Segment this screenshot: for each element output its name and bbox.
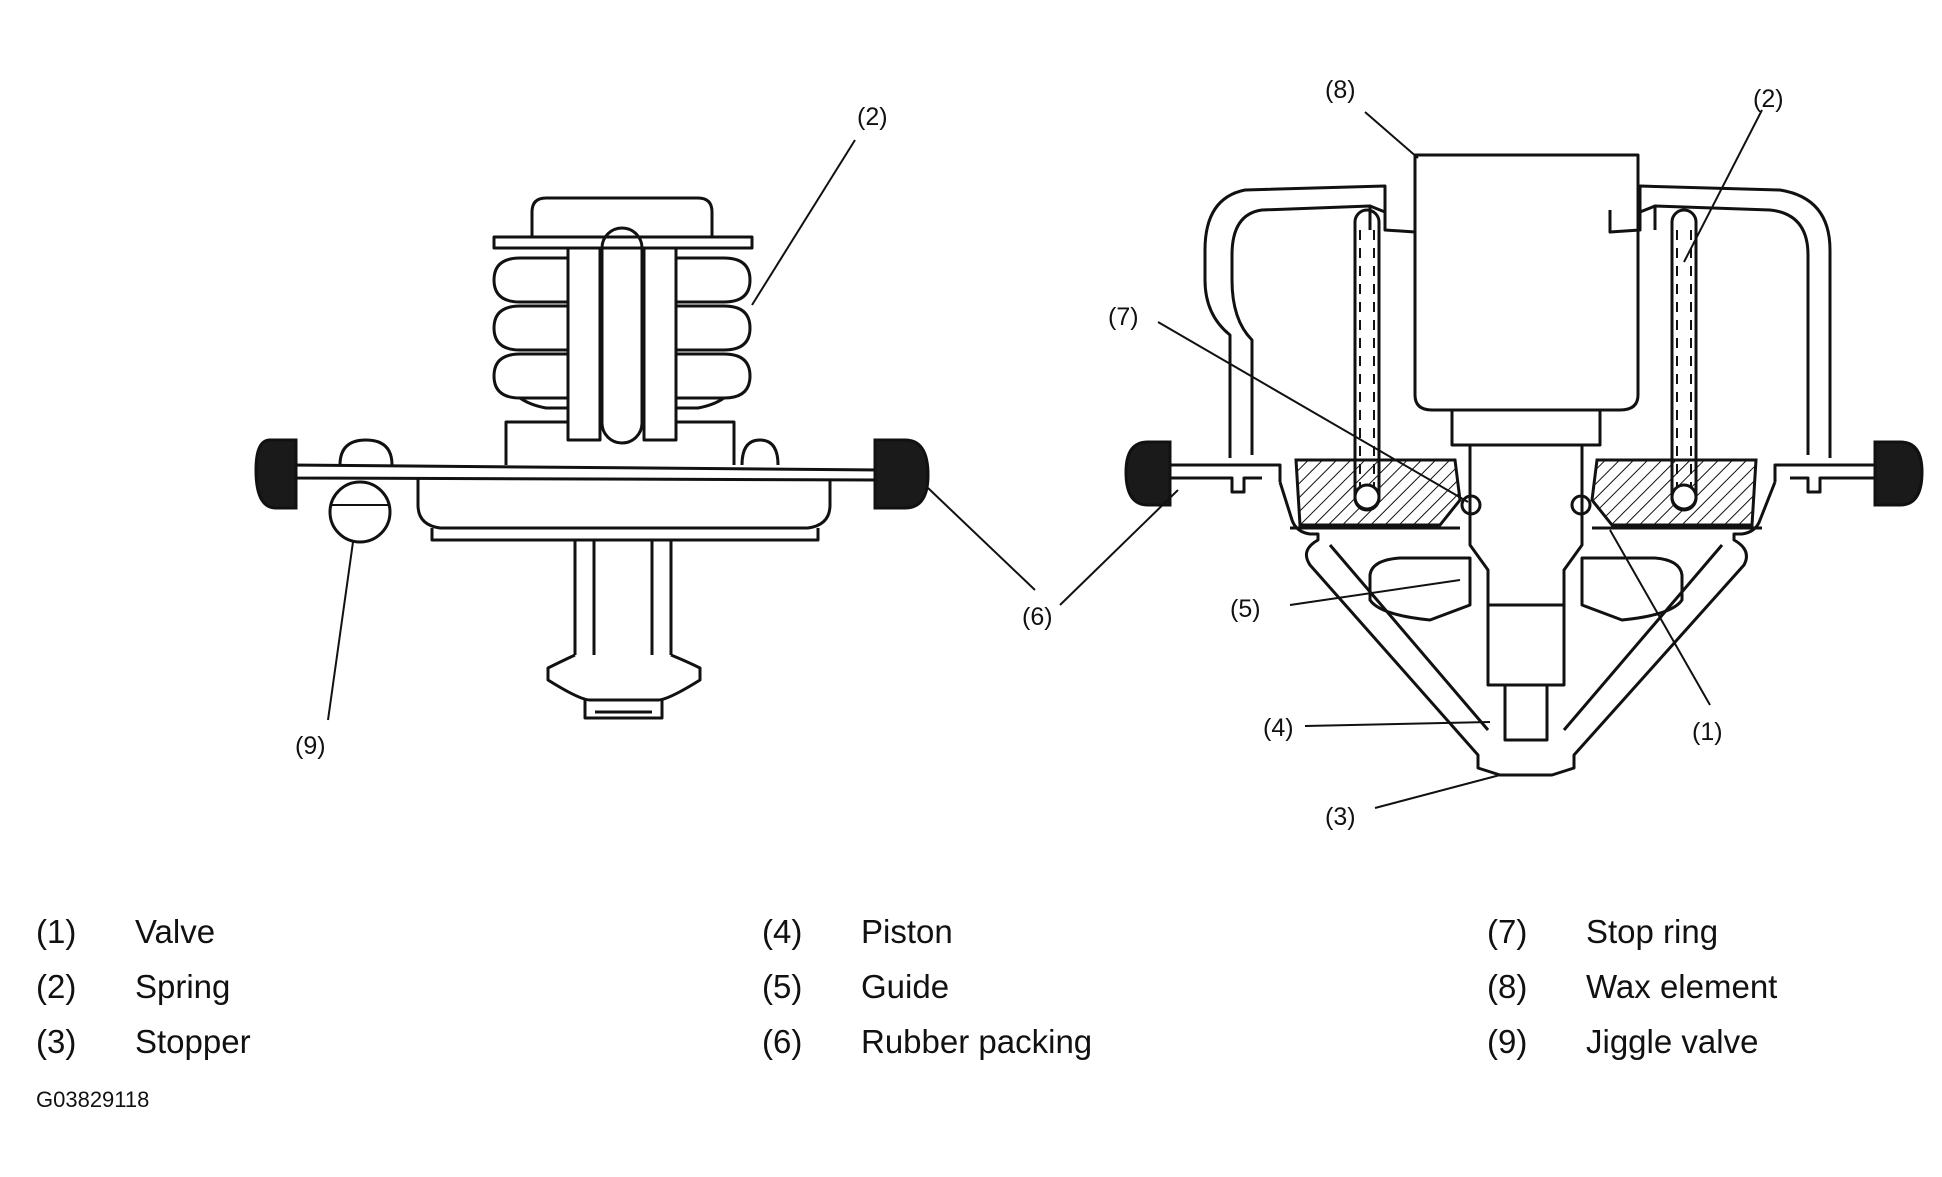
thermostat-cross-section-view [1165, 153, 1885, 777]
svg-text:(9): (9) [1487, 1023, 1527, 1060]
left-center-column [566, 248, 602, 442]
svg-text:Guide: Guide [861, 968, 949, 1005]
svg-text:(5): (5) [762, 968, 802, 1005]
legend-item: (7) Stop ring [1487, 913, 1718, 950]
left-top-cap [530, 196, 714, 237]
right-lower-cage-inner [1328, 544, 1724, 731]
callout-left-spring: (2) [857, 103, 888, 131]
right-frame-inner [1230, 204, 1810, 455]
left-valve-stem [573, 540, 673, 655]
left-lower-body [504, 420, 736, 465]
callout-right-spring: (2) [1753, 85, 1784, 113]
svg-text:(7): (7) [1487, 913, 1527, 950]
legend-item: (8) Wax element [1487, 968, 1777, 1005]
left-flange-plate [288, 463, 882, 482]
svg-text:(2): (2) [36, 968, 76, 1005]
right-flange-plate [1165, 463, 1885, 494]
svg-text:(3): (3) [36, 1023, 76, 1060]
legend-item: (3) Stopper [36, 1023, 251, 1060]
right-piston-tip [1503, 683, 1549, 742]
left-right-bump [740, 438, 780, 466]
right-lower-cage-outer [1278, 481, 1777, 777]
legend-item: (5) Guide [762, 968, 949, 1005]
legend-item: (6) Rubber packing [762, 1023, 1092, 1060]
callout-right-guide: (5) [1230, 595, 1261, 623]
left-center-column-right [642, 248, 678, 442]
left-rubber-packing-right [873, 438, 930, 510]
left-spring-coils-right [676, 256, 752, 410]
right-rubber-packing-right [1873, 440, 1924, 507]
svg-text:Wax element: Wax element [1586, 968, 1777, 1005]
svg-text:(1): (1) [36, 913, 76, 950]
callout-right-piston: (4) [1263, 714, 1294, 742]
legend-item: (4) Piston [762, 913, 953, 950]
svg-text:Spring: Spring [135, 968, 230, 1005]
right-rubber-packing-left [1124, 440, 1172, 507]
callout-right-stopper: (3) [1325, 803, 1356, 831]
callout-left-rubber-packing: (6) [1022, 603, 1053, 631]
right-frame-shoulder-l [1369, 204, 1417, 234]
svg-text:Rubber packing: Rubber packing [861, 1023, 1092, 1060]
svg-text:Jiggle valve: Jiggle valve [1586, 1023, 1758, 1060]
left-center-slot [600, 226, 644, 445]
legend-item: (2) Spring [36, 968, 230, 1005]
svg-text:Piston: Piston [861, 913, 953, 950]
right-wax-element [1413, 153, 1640, 412]
right-guide-upper [1468, 445, 1584, 605]
svg-text:Valve: Valve [135, 913, 215, 950]
callout-left-jiggle-valve: (9) [295, 732, 326, 760]
right-stop-ring-right [1570, 494, 1592, 516]
figure-code: G03829118 [36, 1087, 149, 1112]
right-piston-block [1486, 603, 1566, 687]
left-bottom-dish-rim [430, 528, 820, 542]
svg-text:(4): (4) [762, 913, 802, 950]
thermostat-exterior-view [288, 196, 882, 720]
svg-text:(6): (6) [762, 1023, 802, 1060]
left-rubber-packing-left [254, 438, 298, 510]
left-bottom-dish [416, 478, 832, 530]
callout-right-valve: (1) [1692, 718, 1723, 746]
left-jiggle-ball [328, 480, 392, 544]
left-spring-coils-left [492, 256, 568, 410]
legend-item: (9) Jiggle valve [1487, 1023, 1758, 1060]
right-frame-shoulder-r [1608, 204, 1656, 234]
right-stop-ring-left [1460, 494, 1482, 516]
leader-lines [327, 109, 1763, 809]
legend: (1) Valve (2) Spring (3) Stopper (4) Pis… [36, 913, 1777, 1060]
callout-right-wax-element: (8) [1325, 76, 1356, 104]
svg-text:Stopper: Stopper [135, 1023, 251, 1060]
right-frame-outer [1203, 184, 1832, 458]
right-cage-window [1368, 556, 1684, 622]
svg-text:(8): (8) [1487, 968, 1527, 1005]
svg-text:Stop ring: Stop ring [1586, 913, 1718, 950]
left-valve-disc [546, 653, 702, 702]
legend-item: (1) Valve [36, 913, 215, 950]
left-valve-foot [583, 700, 664, 720]
right-wax-neck [1450, 408, 1602, 447]
callout-right-stop-ring: (7) [1108, 303, 1139, 331]
left-jiggle-top [338, 438, 394, 466]
left-top-flange [492, 235, 754, 250]
